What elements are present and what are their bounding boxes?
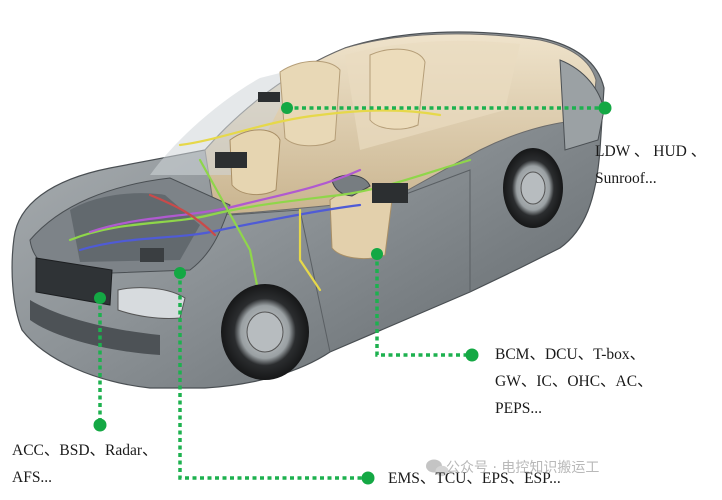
dot-roof bbox=[281, 102, 293, 114]
label-top-right-line-1: LDW 、 HUD 、 bbox=[595, 143, 707, 160]
leader-line-middle-right bbox=[375, 254, 472, 357]
dot-middle-right-end bbox=[465, 348, 479, 362]
label-bottom-left-line-2: AFS... bbox=[12, 469, 53, 486]
dot-top-right-end bbox=[598, 101, 612, 115]
leader-lines bbox=[98, 106, 605, 480]
label-top-right: LDW 、 HUD 、 Sunroof... bbox=[595, 138, 706, 192]
label-middle-right-line-2: GW、IC、OHC、AC、 bbox=[495, 373, 653, 390]
wheels bbox=[221, 148, 563, 380]
label-bottom-left-line-1: ACC、BSD、Radar、 bbox=[12, 442, 158, 459]
label-bottom: EMS、TCU、EPS、ESP... bbox=[388, 470, 561, 487]
label-middle-right-line-1: BCM、DCU、T-box、 bbox=[495, 346, 646, 363]
leader-line-bottom bbox=[178, 273, 368, 480]
label-middle-right-line-3: PEPS... bbox=[495, 400, 542, 417]
label-top-right-line-2: Sunroof... bbox=[595, 170, 657, 187]
label-middle-right: BCM、DCU、T-box、 GW、IC、OHC、AC、 PEPS... bbox=[495, 341, 653, 422]
anchor-dots bbox=[93, 101, 612, 485]
dot-front-grille bbox=[94, 292, 106, 304]
dot-engine bbox=[174, 267, 186, 279]
label-bottom-left: ACC、BSD、Radar、 AFS... bbox=[12, 437, 158, 491]
dot-bottom-end bbox=[361, 471, 375, 485]
ecu-modules bbox=[140, 92, 408, 262]
dot-door bbox=[371, 248, 383, 260]
wiring-harness bbox=[68, 109, 472, 302]
wechat-icon bbox=[426, 459, 449, 477]
dot-bottom-left-end bbox=[93, 418, 107, 432]
watermark: 公众号 · 电控知识搬运工 bbox=[446, 460, 600, 476]
